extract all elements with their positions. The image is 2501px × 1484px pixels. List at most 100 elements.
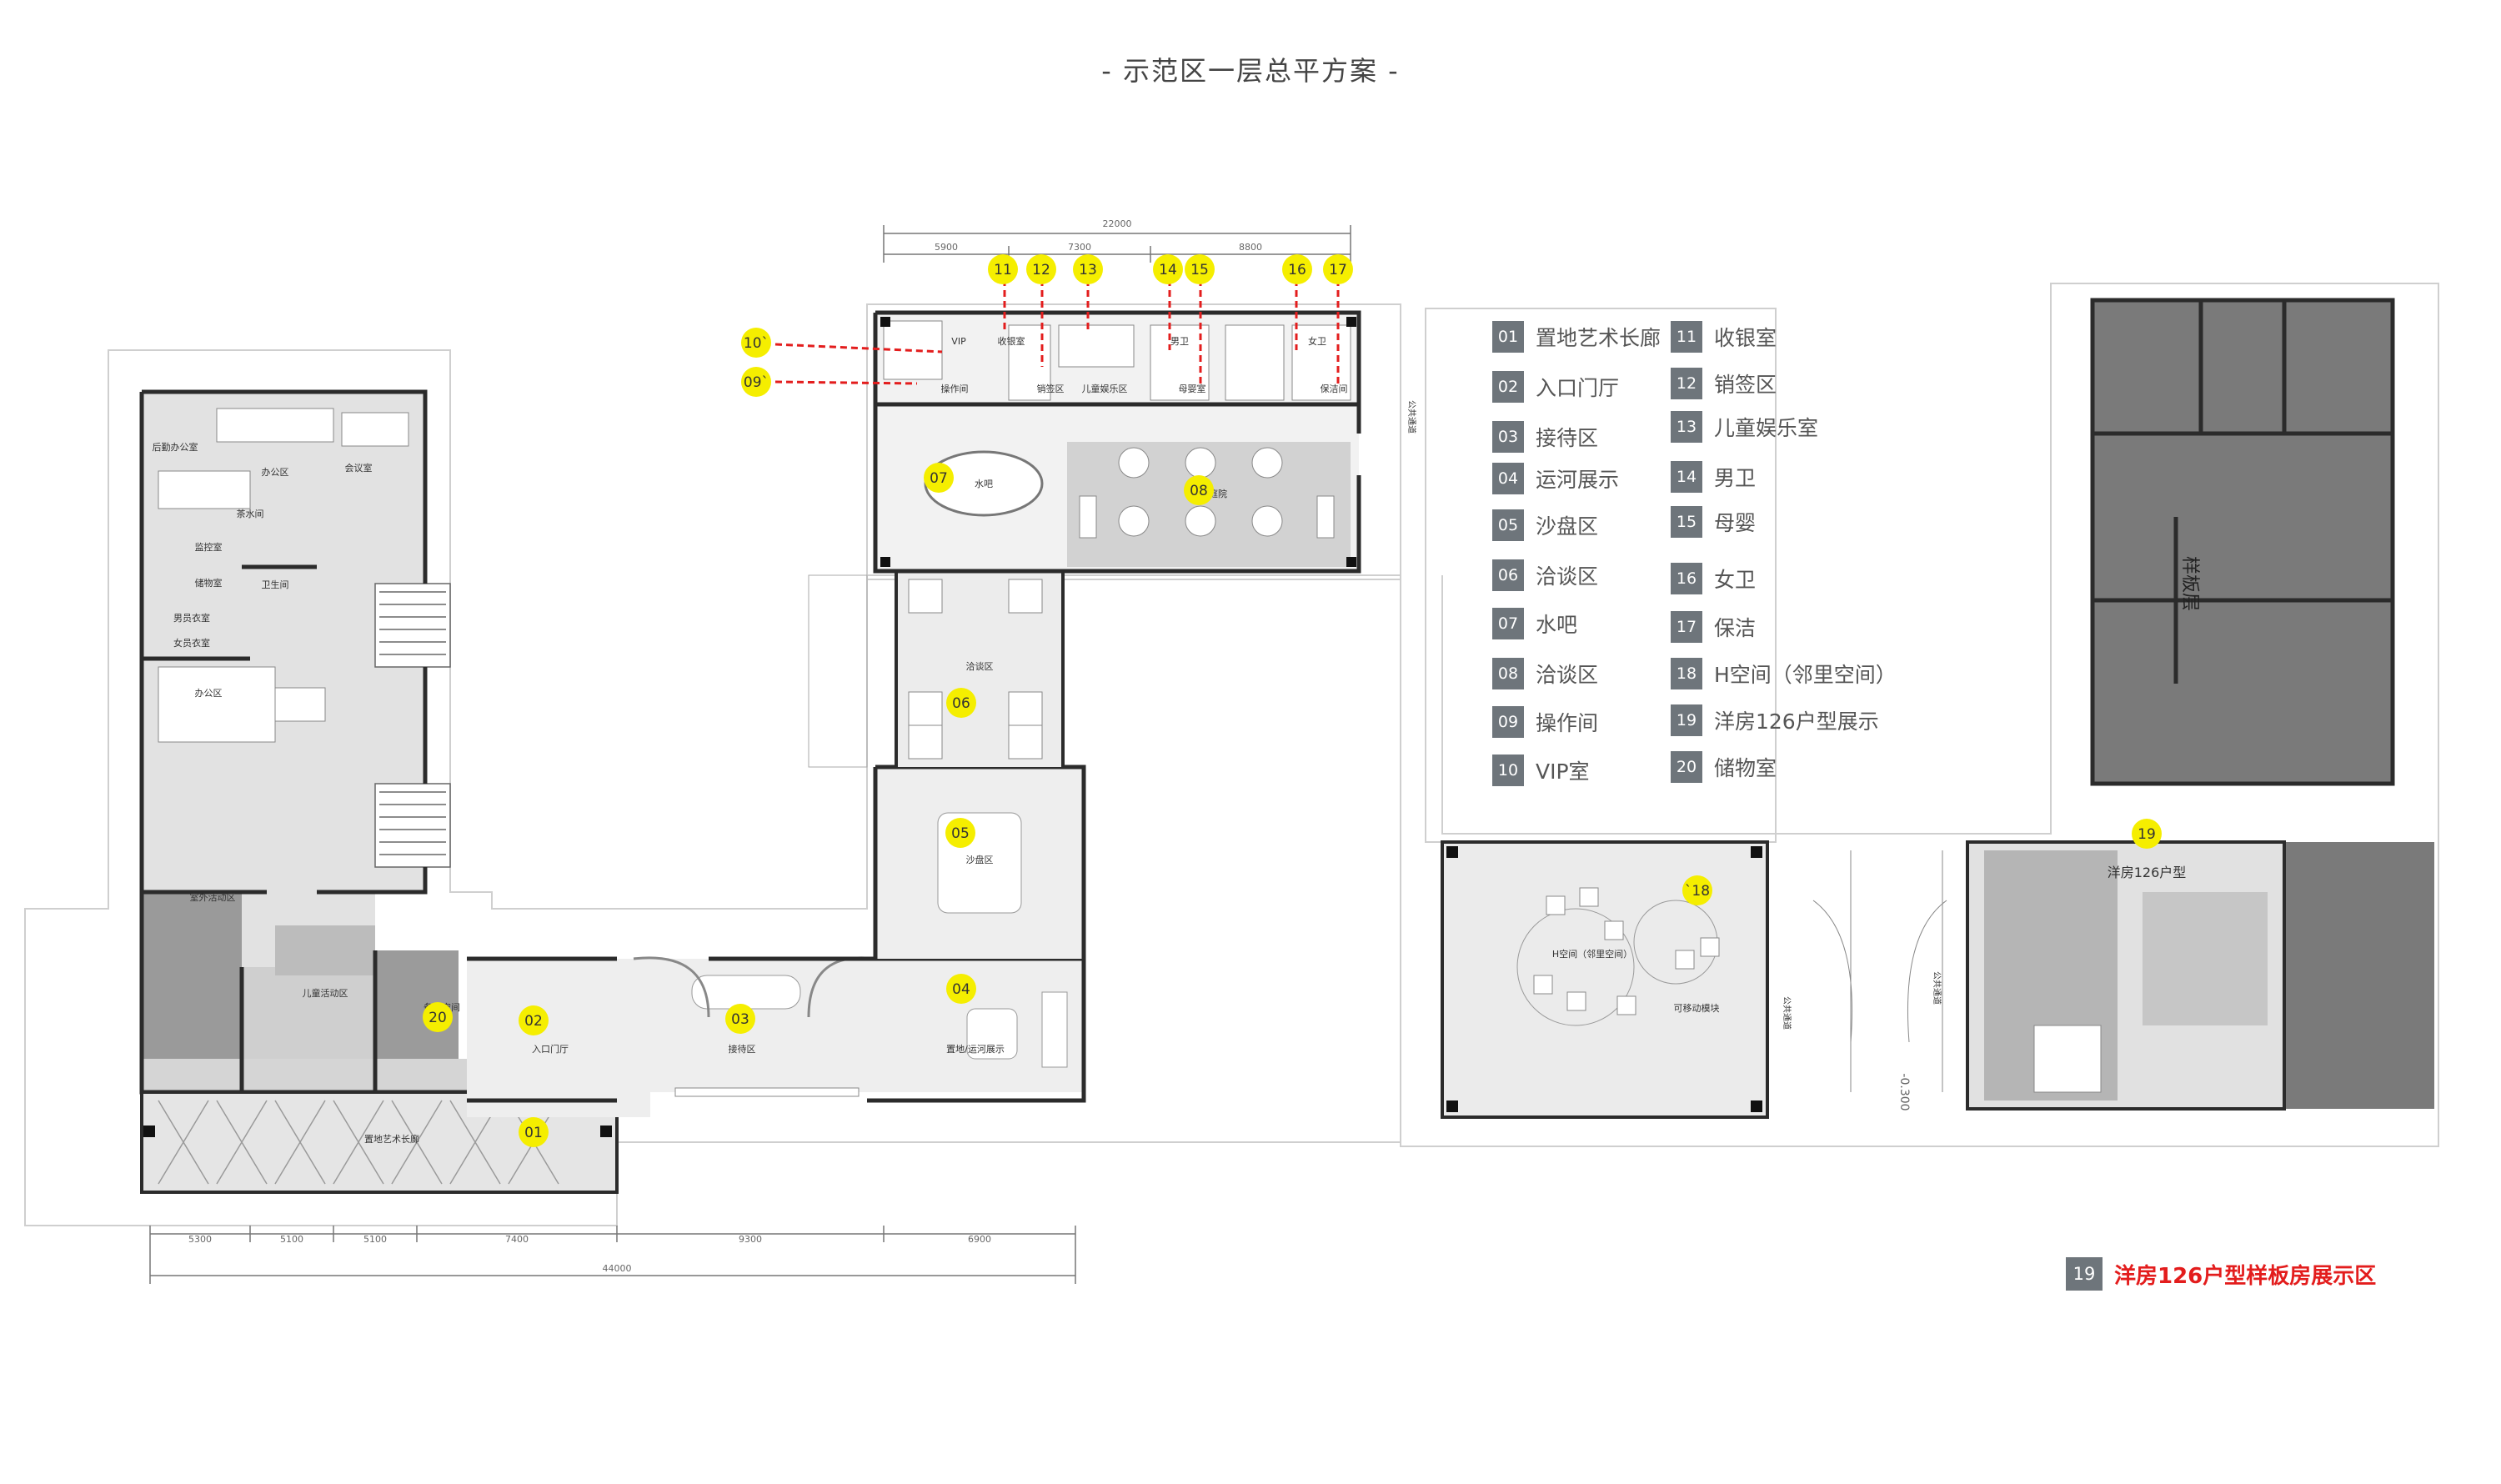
marker-09: 09`: [741, 367, 771, 397]
room-front-office: 后勤办公室: [153, 441, 198, 453]
room-wc: 卫生间: [262, 579, 289, 590]
dim-bot-e: 9300: [739, 1234, 762, 1245]
svg-text:12: 12: [1032, 262, 1050, 278]
marker-12: 12: [1026, 254, 1056, 284]
room-canal: 置地/运河展示: [946, 1044, 1005, 1055]
dim-top-b: 7300: [1068, 242, 1091, 253]
room-public-path-2: 公共通道: [1782, 996, 1792, 1030]
room-sign: 销签区: [1037, 383, 1065, 394]
room-sandtable: 沙盘区: [966, 854, 994, 865]
svg-text:11: 11: [994, 262, 1012, 278]
room-entrance: 入口门厅: [532, 1043, 569, 1055]
svg-text:07: 07: [930, 470, 948, 487]
dim-top-total: 22000: [1103, 218, 1132, 229]
svg-text:02: 02: [524, 1013, 543, 1030]
room-art-gallery: 置地艺术长廊: [364, 1133, 419, 1145]
svg-text:`18: `18: [1685, 883, 1710, 900]
top-block: [774, 279, 1361, 574]
room-operation: 操作间: [941, 383, 969, 394]
marker-14: 14: [1153, 254, 1183, 284]
marker-01: 01: [519, 1117, 549, 1147]
marker-20: 20: [423, 1002, 453, 1032]
note-number: 19: [2066, 1257, 2103, 1291]
svg-text:17: 17: [1329, 262, 1347, 278]
note-label: 洋房126户型样板房展示区: [2114, 1263, 2377, 1289]
svg-text:04: 04: [952, 981, 970, 998]
room-female-wc: 女卫: [1308, 335, 1326, 347]
svg-text:19: 19: [2138, 826, 2156, 843]
svg-text:15: 15: [1190, 262, 1209, 278]
marker-11: 11: [988, 254, 1018, 284]
marker-17: 17: [1323, 254, 1353, 284]
svg-text:03: 03: [731, 1011, 749, 1028]
svg-text:01: 01: [524, 1125, 543, 1141]
svg-text:13: 13: [1079, 262, 1097, 278]
negotiation-corridor: [808, 567, 1065, 768]
room-outdoor: 室外活动区: [190, 891, 236, 903]
room-tea: 茶水间: [237, 509, 264, 519]
room-kids-activity: 儿童活动区: [303, 987, 348, 999]
room-female-locker: 女员衣室: [173, 637, 210, 649]
marker-07: 07: [924, 463, 954, 493]
room-public-path-1: 公共通道: [1406, 400, 1417, 434]
svg-text:14: 14: [1159, 262, 1177, 278]
room-movable: 可移动模块: [1674, 1003, 1720, 1014]
marker-18: `18: [1682, 875, 1712, 905]
dim-bot-total: 44000: [603, 1263, 632, 1274]
marker-10: 10`: [741, 328, 771, 358]
marker-02: 02: [519, 1005, 549, 1035]
room-show126: 洋房126户型: [2108, 865, 2187, 880]
svg-text:08: 08: [1190, 483, 1208, 499]
room-office2: 办公区: [195, 688, 223, 699]
office-block: [139, 389, 617, 1095]
dim-bot-b: 5100: [280, 1234, 303, 1245]
dim-bot-d: 7400: [505, 1234, 529, 1245]
dim-top-a: 5900: [935, 242, 958, 253]
room-mother: 母婴室: [1179, 383, 1206, 394]
structural-columns: [143, 317, 1762, 1137]
dim-top-c: 8800: [1239, 242, 1262, 253]
room-cashier: 收银室: [998, 335, 1025, 347]
room-cleaning: 保洁间: [1321, 383, 1348, 394]
room-vip: VIP: [951, 336, 966, 347]
room-kids: 儿童娱乐区: [1082, 383, 1128, 394]
svg-text:09`: 09`: [744, 374, 769, 391]
highlight-note: 19 洋房126户型样板房展示区: [2066, 1257, 2376, 1291]
h-space-block: [1441, 840, 1947, 1119]
marker-13: 13: [1073, 254, 1103, 284]
marker-19: 19: [2132, 819, 2162, 849]
dim-bot-a: 5300: [188, 1234, 212, 1245]
room-male-wc: 男卫: [1170, 336, 1189, 347]
svg-text:06: 06: [952, 695, 970, 712]
svg-text:10`: 10`: [744, 335, 769, 352]
room-reception: 接待区: [729, 1043, 756, 1055]
page-title: - 示范区一层总平方案 -: [1101, 55, 1400, 87]
marker-08: 08: [1184, 475, 1214, 505]
svg-text:05: 05: [951, 825, 970, 842]
marker-04: 04: [946, 974, 976, 1004]
room-monitor: 监控室: [195, 541, 223, 553]
room-h-space: H空间（邻里空间）: [1552, 948, 1632, 960]
sandtable-area: [873, 765, 1086, 959]
dimension-lines: [149, 225, 1351, 1284]
svg-text:20: 20: [429, 1010, 447, 1026]
room-store: 储物室: [195, 577, 223, 589]
